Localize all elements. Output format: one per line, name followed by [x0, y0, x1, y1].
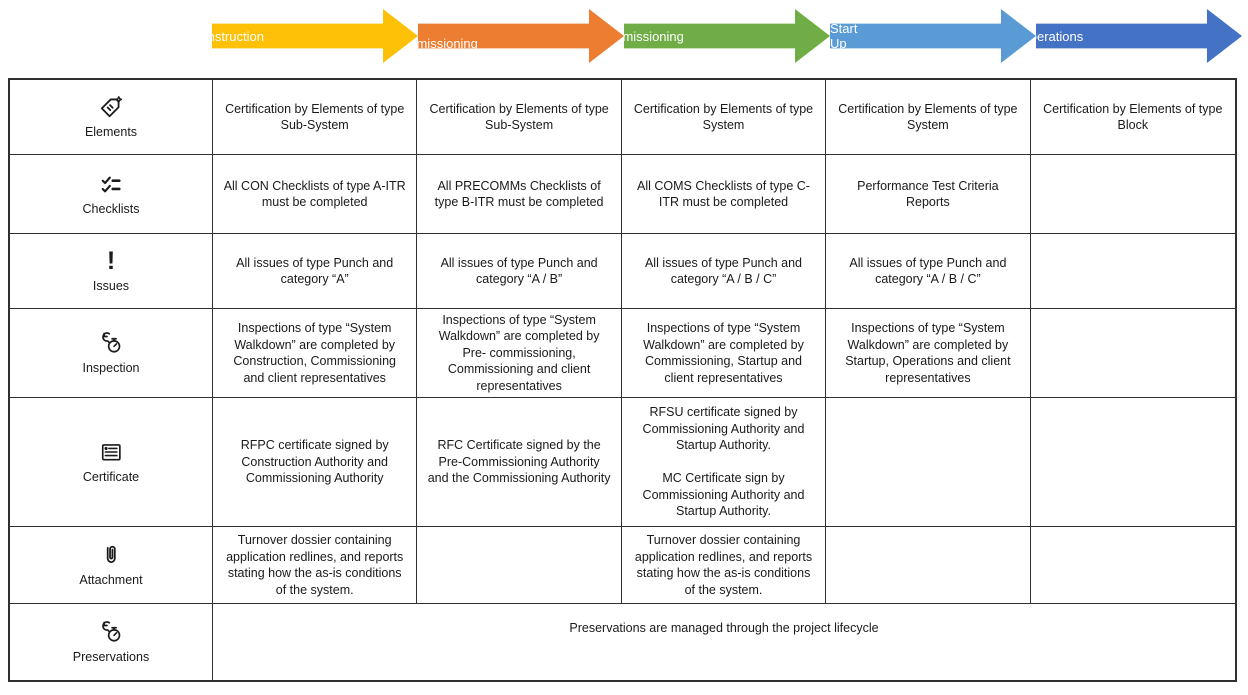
cell-attachment-operations: [1030, 527, 1235, 604]
cell-elements-operations: Certification by Elements of type Block: [1030, 80, 1235, 155]
cell-checklists-construction: All CON Checklists of type A-ITR must be…: [213, 155, 418, 234]
cell-elements-commissioning: Certification by Elements of type System: [621, 80, 827, 155]
row-label: Certificate: [82, 470, 140, 485]
phase-label: Start Up: [830, 21, 858, 51]
certificate-icon: [97, 438, 125, 466]
row-label: Preservations: [72, 650, 150, 665]
phase-label: Commissioning: [595, 28, 684, 44]
cell-checklists-pre-commissioning: All PRECOMMs Checklists of type B-ITR mu…: [417, 155, 622, 234]
row-header-certificate: Certificate: [10, 398, 213, 527]
phase-arrow-start-up: Start Up: [830, 9, 1036, 63]
phase-arrow-operations: Operations: [1036, 9, 1242, 63]
cell-certificate-commissioning: RFSU certificate signed by Commissioning…: [621, 398, 827, 527]
cell-attachment-start-up: [826, 527, 1031, 604]
row-label: Checklists: [82, 202, 140, 217]
cell-issues-commissioning: All issues of type Punch and category “A…: [621, 234, 827, 309]
cell-certificate-construction: RFPC certificate signed by Construction …: [213, 398, 418, 527]
row-header-checklists: Checklists: [10, 155, 213, 234]
row-header-elements: Elements: [10, 80, 213, 155]
phase-arrow-construction: Construction: [212, 9, 418, 63]
row-label: Inspection: [82, 361, 140, 376]
row-header-preservations: Preservations: [10, 604, 213, 680]
row-label: Elements: [84, 125, 138, 140]
tag-icon: [97, 93, 125, 121]
cell-inspection-operations: [1030, 309, 1235, 398]
exclamation-icon: !: [106, 247, 116, 275]
cell-inspection-start-up: Inspections of type “System Walkdown” ar…: [826, 309, 1031, 398]
row-label: Issues: [92, 279, 130, 294]
cell-inspection-commissioning: Inspections of type “System Walkdown” ar…: [621, 309, 827, 398]
paperclip-icon: [97, 541, 125, 569]
cell-issues-start-up: All issues of type Punch and category “A…: [826, 234, 1031, 309]
cell-certificate-pre-commissioning: RFC Certificate signed by the Pre-Commis…: [417, 398, 622, 527]
phase-label: Operations: [1019, 28, 1084, 44]
cell-checklists-operations: [1030, 155, 1235, 234]
phase-arrow-band: Construction Pre-Commissioning Commissio…: [212, 9, 1242, 63]
row-header-attachment: Attachment: [10, 527, 213, 604]
wrench-stopwatch-icon: [97, 329, 125, 357]
cell-elements-construction: Certification by Elements of type Sub-Sy…: [213, 80, 418, 155]
phase-label: Construction: [190, 28, 264, 44]
phase-arrow-pre-commissioning: Pre-Commissioning: [418, 9, 624, 63]
row-header-issues: ! Issues: [10, 234, 213, 309]
cell-issues-construction: All issues of type Punch and category “A…: [213, 234, 418, 309]
cell-issues-operations: [1030, 234, 1235, 309]
cell-elements-start-up: Certification by Elements of type System: [826, 80, 1031, 155]
cell-issues-pre-commissioning: All issues of type Punch and category “A…: [417, 234, 622, 309]
cell-attachment-construction: Turnover dossier containing application …: [213, 527, 418, 604]
checklist-icon: [97, 170, 125, 198]
cell-attachment-commissioning: Turnover dossier containing application …: [621, 527, 827, 604]
phase-label: Pre-Commissioning: [405, 21, 478, 51]
cell-checklists-start-up: Performance Test Criteria Reports: [826, 155, 1031, 234]
lifecycle-matrix-table: Elements Certification by Elements of ty…: [8, 78, 1237, 682]
cell-attachment-pre-commissioning: [417, 527, 622, 604]
phase-arrow-commissioning: Commissioning: [624, 9, 830, 63]
cell-certificate-start-up: [826, 398, 1031, 527]
row-label: Attachment: [79, 573, 143, 588]
cell-elements-pre-commissioning: Certification by Elements of type Sub-Sy…: [417, 80, 622, 155]
cell-inspection-construction: Inspections of type “System Walkdown” ar…: [213, 309, 418, 398]
cell-preservations-merged: Preservations are managed through the pr…: [569, 621, 879, 635]
wrench-stopwatch-icon: [97, 618, 125, 646]
row-header-inspection: Inspection: [10, 309, 213, 398]
cell-inspection-pre-commissioning: Inspections of type “System Walkdown” ar…: [417, 309, 622, 398]
cell-certificate-operations: [1030, 398, 1235, 527]
cell-checklists-commissioning: All COMS Checklists of type C-ITR must b…: [621, 155, 827, 234]
